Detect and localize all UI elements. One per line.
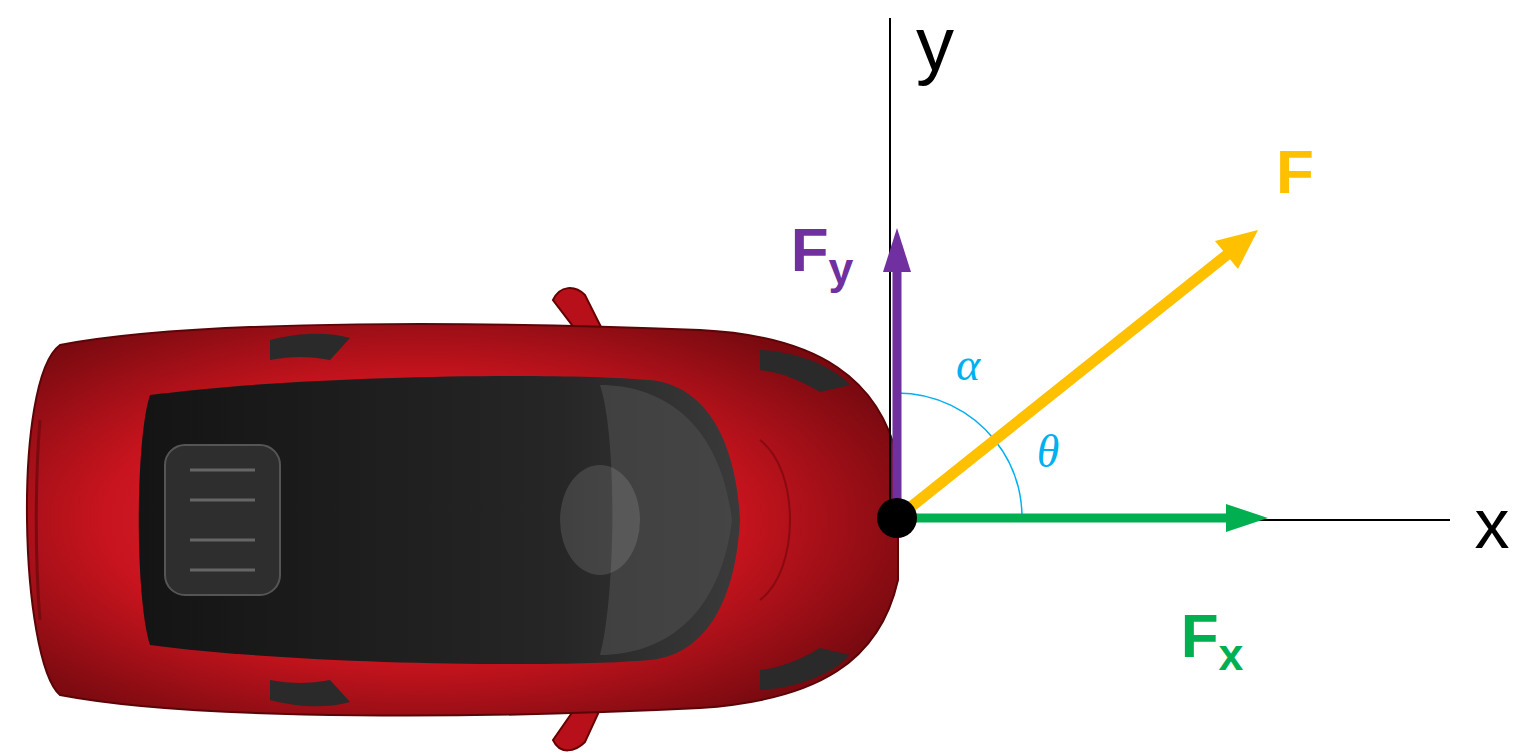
fy-vector — [893, 266, 902, 518]
fy-arrowhead — [883, 228, 911, 272]
f-vector — [897, 254, 1228, 518]
alpha-arc — [897, 393, 995, 440]
theta-arc — [995, 440, 1022, 518]
fx-arrowhead — [1226, 504, 1268, 532]
angle-label: α — [956, 342, 980, 388]
symbol-subscript: y — [829, 244, 854, 293]
origin-point — [877, 498, 917, 538]
axis-label: x — [1475, 489, 1510, 559]
car-top-view — [27, 288, 898, 750]
component-label: Fy — [791, 219, 854, 281]
fx-vector — [897, 514, 1230, 523]
symbol-main: F — [791, 215, 829, 284]
symbol-subscript: x — [1219, 630, 1244, 679]
vector-label: F — [1276, 141, 1314, 203]
f-arrowhead — [1215, 230, 1258, 269]
axis-label: y — [916, 6, 954, 82]
component-label: Fx — [1181, 605, 1244, 667]
x-axis — [897, 519, 1450, 521]
angle-label: θ — [1037, 429, 1060, 475]
symbol-main: F — [1181, 601, 1219, 670]
